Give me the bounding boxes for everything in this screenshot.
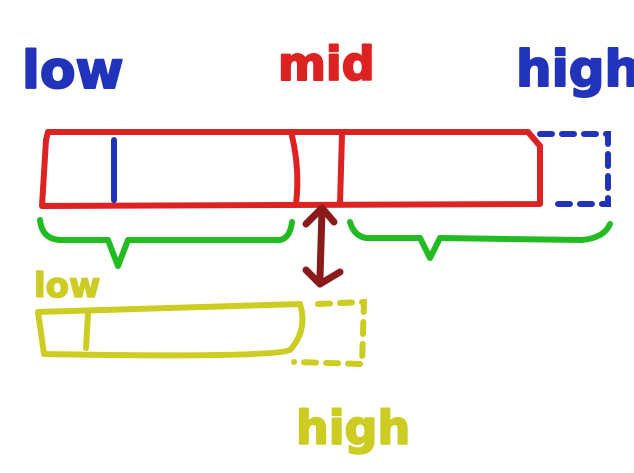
bottom-low-label: low [34, 266, 100, 306]
bottom-high-label: high [296, 401, 410, 455]
mid-double-arrow [302, 204, 344, 288]
left-brace [37, 217, 295, 269]
bottom-high-dashed-cell [291, 298, 368, 368]
mid-cell-right-border [337, 131, 345, 207]
bottom-low-marker [83, 311, 91, 351]
right-brace [347, 219, 613, 261]
mid-cell-left-border [289, 133, 301, 207]
top-low-label: low [22, 41, 124, 101]
bottom-array-outline [35, 301, 306, 359]
top-high-dashed-cell [537, 131, 611, 207]
top-array-outline [39, 129, 543, 209]
top-high-label: high [516, 40, 634, 98]
green-braces [37, 217, 613, 269]
bottom-array [35, 301, 306, 359]
top-mid-label: mid [278, 37, 375, 91]
top-array [39, 129, 543, 209]
